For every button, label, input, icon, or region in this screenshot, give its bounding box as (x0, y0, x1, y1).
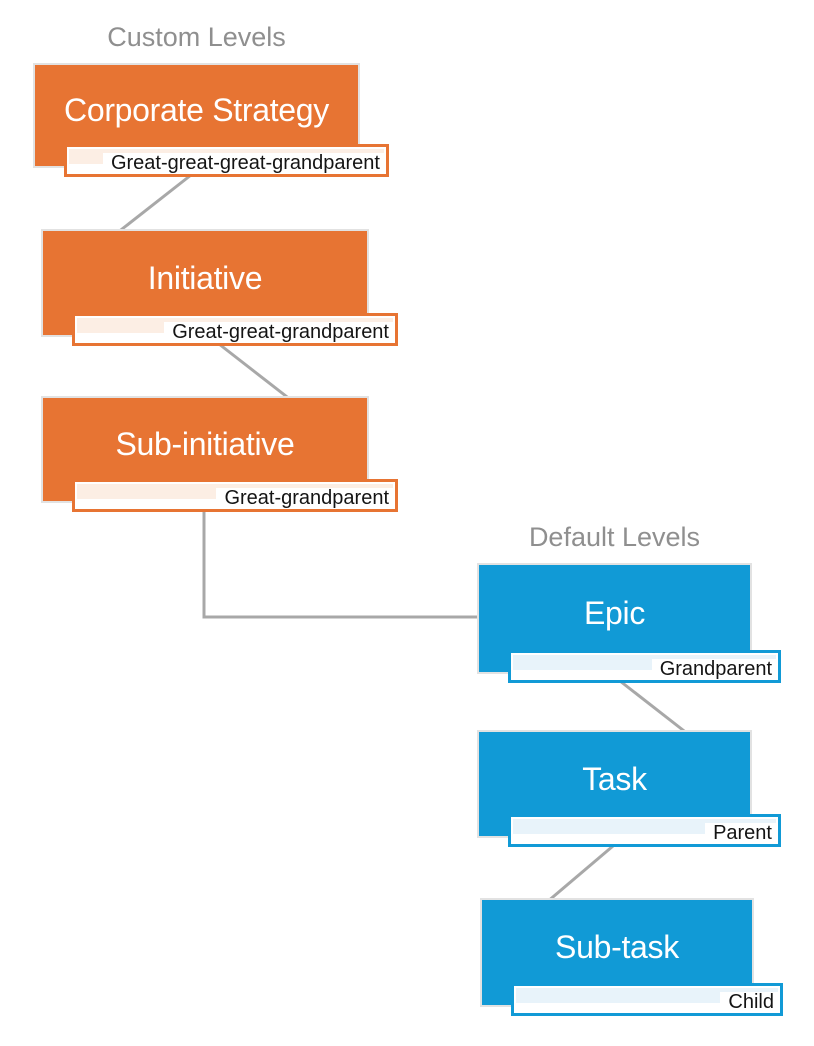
node-label: Epic (583, 595, 646, 631)
node-epic: Epic Grandparent (479, 565, 781, 683)
relationship-tag: Great-great-grandparent (72, 313, 398, 346)
relationship-tag-label: Great-great-great-grandparent (102, 153, 384, 174)
relationship-tag: Great-great-great-grandparent (64, 144, 389, 177)
node-sub-task: Sub-task Child (482, 900, 783, 1016)
node-corporate-strategy: Corporate Strategy Great-great-great-gra… (35, 65, 389, 177)
node-sub-initiative: Sub-initiative Great-grandparent (43, 398, 398, 512)
connector-line-task-to-subtask (546, 844, 614, 904)
relationship-tag-label: Great-great-grandparent (164, 322, 393, 343)
relationship-tag-label: Grandparent (651, 659, 776, 680)
default-levels-title: Default Levels (528, 522, 701, 552)
node-label: Corporate Strategy (64, 92, 329, 128)
connector-line-initiative-to-subinitiative (218, 342, 292, 402)
connector-line-epic-to-task (619, 679, 689, 736)
node-label: Task (582, 760, 647, 797)
connector-line-corporate-to-initiative (116, 173, 192, 235)
node-initiative: Initiative Great-great-grandparent (43, 231, 398, 346)
relationship-tag: Grandparent (508, 650, 781, 683)
relationship-tag-label: Parent (705, 823, 776, 844)
node-task: Task Parent (479, 732, 781, 847)
relationship-tag: Parent (508, 814, 781, 847)
relationship-tag-label: Great-grandparent (216, 488, 393, 509)
node-label: Initiative (147, 259, 263, 296)
node-label: Sub-task (555, 929, 679, 965)
connector-line-subinitiative-to-epic (202, 510, 483, 619)
custom-levels-title: Custom Levels (107, 22, 286, 52)
relationship-tag: Child (511, 983, 783, 1016)
relationship-tag-label: Child (720, 992, 778, 1013)
node-label: Sub-initiative (115, 426, 295, 462)
relationship-tag: Great-grandparent (72, 479, 398, 512)
